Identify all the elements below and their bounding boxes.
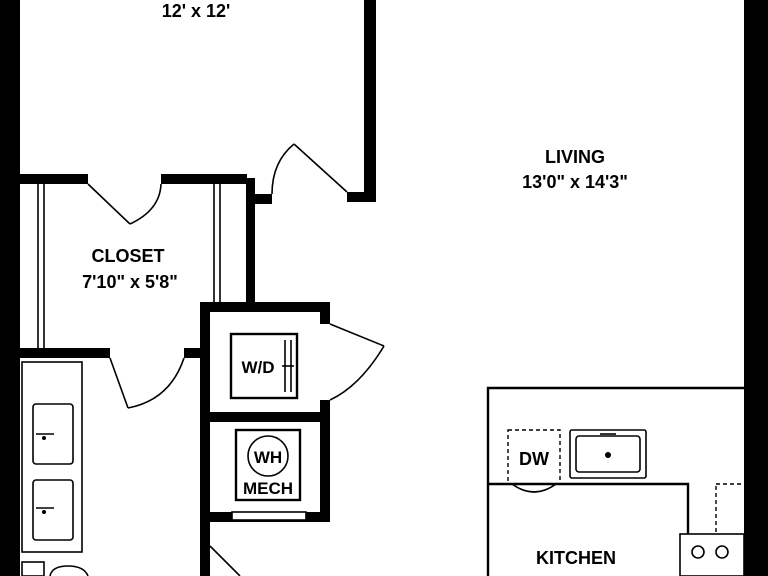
wall-west-outer <box>0 0 20 576</box>
bath-door-arc <box>127 357 185 409</box>
bathroom-vanity <box>21 361 89 576</box>
fridge-outline <box>715 483 747 576</box>
room-labels: 12' x 12' LIVING 13'0" x 14'3" CLOSET 7'… <box>82 1 628 568</box>
washer-dryer-unit <box>229 332 299 400</box>
wall-bedroom-closet-right <box>161 174 247 184</box>
bedroom-door-leaf <box>293 143 348 193</box>
kitchen-counter-outline <box>486 386 746 576</box>
closet-name: CLOSET <box>91 246 164 266</box>
kitchen-name: KITCHEN <box>536 548 616 568</box>
wall-closet-east <box>246 178 255 306</box>
closet-door-leaf <box>87 183 131 225</box>
wall-bedroom-east <box>364 0 376 200</box>
utility-door-arc <box>329 345 385 401</box>
mech-box <box>234 428 302 502</box>
wall-utility-north <box>200 302 326 312</box>
wall-closet-south-left <box>16 348 110 358</box>
washer-dryer-box <box>229 332 299 400</box>
wall-closet-south-right <box>184 348 202 358</box>
vanity-counter <box>21 361 83 553</box>
tub-edge <box>21 561 45 576</box>
water-heater-icon <box>247 435 289 477</box>
utility-door-leaf <box>329 323 385 347</box>
wall-jog <box>246 194 272 204</box>
bedroom-door-arc <box>271 143 295 195</box>
wall-utility-door-top <box>320 302 330 324</box>
mech-door-threshold <box>231 511 307 521</box>
wall-east-outer <box>744 0 768 576</box>
dishwasher-swing <box>511 483 557 493</box>
wall-mech-east <box>320 400 330 520</box>
dishwasher-label: DW <box>519 449 549 469</box>
lower-door-leaf <box>209 545 241 576</box>
range-icon <box>679 533 745 576</box>
wall-utility-west <box>200 302 210 576</box>
closet-dimensions: 7'10" x 5'8" <box>82 272 178 292</box>
bedroom-dimensions: 12' x 12' <box>162 1 231 21</box>
wall-bedroom-door-stub <box>347 192 376 202</box>
washer-dryer-label: W/D <box>241 358 274 377</box>
wall-utility-divider <box>200 412 330 422</box>
sink-lower-icon <box>32 479 74 541</box>
living-room-name: LIVING <box>545 147 605 167</box>
bath-door-leaf <box>109 357 129 409</box>
water-heater-label: WH <box>254 448 282 467</box>
kitchen-counters <box>486 386 747 576</box>
toilet-icon <box>49 565 89 576</box>
water-heater-unit <box>231 428 307 521</box>
door-swings <box>87 143 385 576</box>
wall-bedroom-closet-left <box>16 174 88 184</box>
dishwasher-outline <box>507 429 561 485</box>
closet-glass-partitions <box>37 184 221 348</box>
closet-door-arc <box>129 183 162 225</box>
living-room-dimensions: 13'0" x 14'3" <box>522 172 628 192</box>
mechanical-label: MECH <box>243 479 293 498</box>
